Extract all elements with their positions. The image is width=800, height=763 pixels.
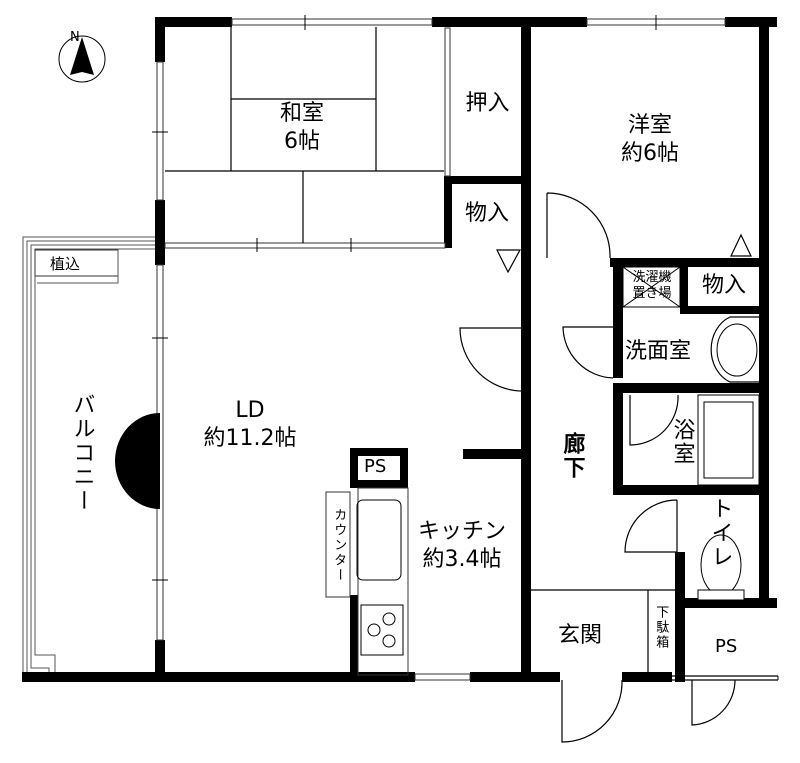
room-monoire-1: 物入 bbox=[464, 201, 509, 226]
room-yokushitsu: 浴室 bbox=[669, 418, 695, 466]
closet-marker-icon bbox=[496, 249, 522, 274]
room-youshitsu: 洋室 約6帖 bbox=[600, 112, 700, 167]
compass-label: N bbox=[70, 30, 80, 45]
room-genkan: 玄関 bbox=[558, 623, 603, 648]
north-compass-icon bbox=[58, 35, 106, 83]
room-name: キッチン bbox=[417, 519, 506, 544]
room-size: 6帖 bbox=[284, 128, 320, 154]
tatami-lines bbox=[165, 27, 444, 243]
genkan-outline bbox=[531, 589, 675, 672]
room-balcony: バルコニー bbox=[69, 393, 95, 513]
room-ps-kitchen: PS bbox=[364, 456, 387, 477]
room-kitchen: キッチン 約3.4帖 bbox=[412, 518, 512, 573]
walls bbox=[22, 17, 777, 682]
getabako: 下駄箱 bbox=[653, 605, 669, 650]
room-rouka: 廊下 bbox=[559, 432, 585, 480]
room-size: 約11.2帖 bbox=[203, 425, 297, 451]
laundry-line1: 洗濯機 bbox=[632, 270, 672, 285]
counter-label: カウンター bbox=[331, 508, 347, 583]
room-laundry: 洗濯機 置き場 bbox=[624, 270, 680, 303]
room-size: 約3.4帖 bbox=[422, 546, 502, 572]
room-size: 約6帖 bbox=[621, 140, 679, 166]
room-name: 洋室 bbox=[627, 113, 672, 138]
doors[interactable] bbox=[459, 192, 779, 743]
room-toilet: トイレ bbox=[707, 497, 733, 569]
bathtub-icon bbox=[697, 394, 760, 486]
laundry-line2: 置き場 bbox=[632, 286, 672, 302]
laundry-space-icon bbox=[622, 266, 681, 308]
planter-label: 植込 bbox=[50, 255, 81, 273]
room-washitsu: 和室 6帖 bbox=[262, 100, 342, 155]
room-oshiire: 押入 bbox=[465, 91, 510, 116]
room-name: LD bbox=[235, 398, 265, 423]
toilet-icon bbox=[697, 534, 745, 601]
balcony-door-icon bbox=[115, 413, 160, 509]
room-name: 和室 bbox=[279, 101, 324, 126]
closet-marker-icon bbox=[730, 233, 752, 257]
room-monoire-2: 物入 bbox=[701, 273, 746, 298]
room-senmen: 洗面室 bbox=[625, 339, 692, 364]
stove-icon bbox=[360, 604, 404, 656]
room-ld: LD 約11.2帖 bbox=[195, 397, 305, 452]
balcony-outline bbox=[22, 236, 155, 675]
kitchen-counter bbox=[325, 487, 409, 676]
room-ps-outer: PS bbox=[715, 636, 738, 657]
sink-icon bbox=[356, 499, 402, 581]
washbasin-icon bbox=[710, 316, 759, 383]
